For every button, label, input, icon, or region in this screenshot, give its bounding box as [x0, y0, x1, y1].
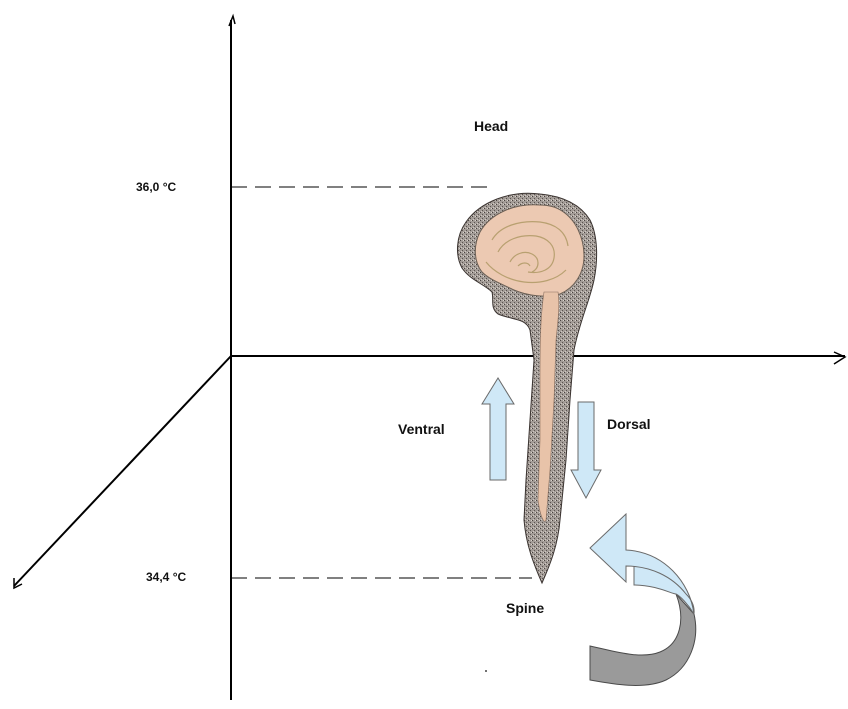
head-label: Head [474, 118, 508, 134]
depth-axis [14, 356, 231, 586]
stray-dot [485, 670, 487, 672]
brain-spine-illustration [457, 193, 596, 583]
horizontal-axis-tip [834, 352, 845, 364]
dorsal-arrow [571, 402, 601, 498]
axes [14, 16, 845, 700]
rotation-arrow [590, 514, 696, 685]
rotation-arrow-dark-ribbon [590, 594, 696, 685]
top-temperature-label: 36,0 °C [136, 180, 176, 194]
dorsal-label: Dorsal [607, 416, 651, 432]
ventral-label: Ventral [398, 421, 445, 437]
bottom-temperature-label: 34,4 °C [146, 570, 186, 584]
spine-label: Spine [506, 600, 544, 616]
ventral-arrow [482, 378, 514, 480]
